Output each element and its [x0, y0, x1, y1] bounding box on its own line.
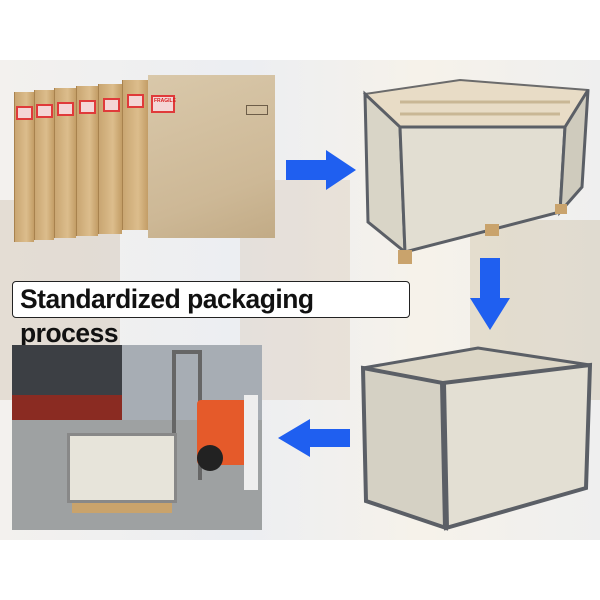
carton	[14, 92, 34, 242]
arrow-right-icon	[286, 150, 356, 190]
worker	[244, 395, 258, 490]
pallet	[72, 503, 172, 513]
carton	[54, 88, 76, 238]
forklift-wheel	[197, 445, 223, 471]
fragile-sticker	[79, 100, 96, 114]
forklift-loading-photo	[12, 345, 262, 530]
carton	[122, 80, 148, 230]
carton	[34, 90, 54, 240]
fragile-sticker	[103, 98, 120, 112]
carton	[76, 86, 98, 236]
fragile-sticker	[127, 94, 144, 108]
arrow-left-icon	[278, 419, 350, 457]
large-carton: FRAGILE	[148, 75, 275, 238]
arrow-down-icon	[470, 258, 510, 330]
fragile-sticker	[16, 106, 33, 120]
crate-on-forklift	[67, 433, 177, 503]
handling-symbols	[246, 105, 268, 115]
fragile-sticker: FRAGILE	[151, 95, 176, 113]
process-title-label: Standardized packaging process	[12, 281, 410, 348]
fragile-sticker	[36, 104, 53, 118]
carton	[98, 84, 122, 234]
fragile-sticker-text: FRAGILE	[154, 98, 176, 104]
process-title: Standardized packaging process	[20, 284, 314, 348]
truck-bumper	[12, 395, 127, 420]
fragile-sticker	[57, 102, 74, 116]
